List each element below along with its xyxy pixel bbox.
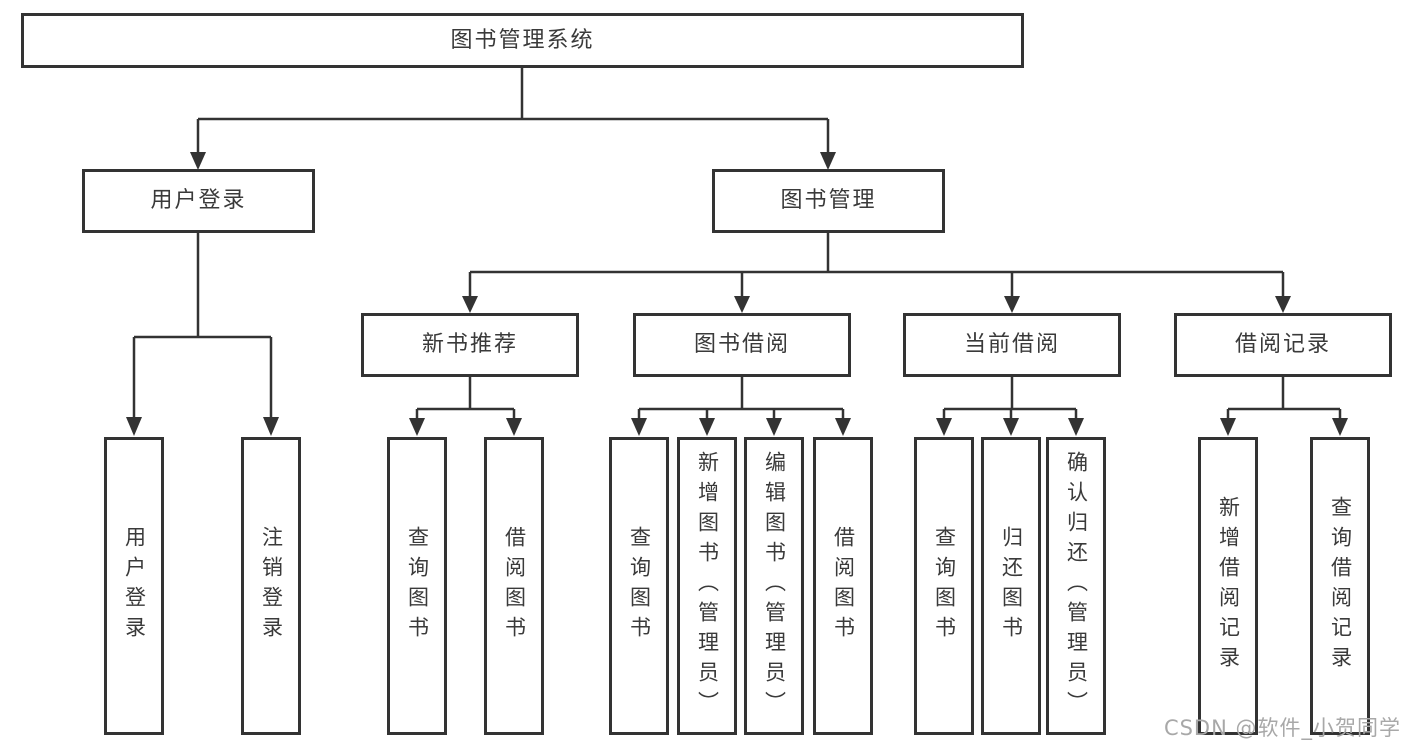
node-library-system: 图书管理系统 bbox=[21, 13, 1024, 68]
csdn-watermark: CSDN @软件_小贺同学 bbox=[1163, 716, 1401, 740]
node-user-login: 用户登录 bbox=[82, 169, 315, 233]
node-book-management: 图书管理 bbox=[712, 169, 945, 233]
leaf-current-query-books: 查询图书 bbox=[914, 437, 974, 735]
node-current-borrow: 当前借阅 bbox=[903, 313, 1121, 377]
node-borrow-records: 借阅记录 bbox=[1174, 313, 1392, 377]
node-new-book-recommend: 新书推荐 bbox=[361, 313, 579, 377]
leaf-recommend-query-books: 查询图书 bbox=[387, 437, 447, 735]
leaf-confirm-return-admin: 确认归还（管理员） bbox=[1046, 437, 1106, 735]
leaf-return-books: 归还图书 bbox=[981, 437, 1041, 735]
leaf-add-borrow-record: 新增借阅记录 bbox=[1198, 437, 1258, 735]
leaf-logout: 注销登录 bbox=[241, 437, 301, 735]
leaf-borrow-books: 借阅图书 bbox=[813, 437, 873, 735]
leaf-borrow-query-books: 查询图书 bbox=[609, 437, 669, 735]
leaf-edit-books-admin: 编辑图书（管理员） bbox=[744, 437, 804, 735]
leaf-query-borrow-record: 查询借阅记录 bbox=[1310, 437, 1370, 735]
leaf-add-books-admin: 新增图书（管理员） bbox=[677, 437, 737, 735]
leaf-recommend-borrow-books: 借阅图书 bbox=[484, 437, 544, 735]
leaf-user-login: 用户登录 bbox=[104, 437, 164, 735]
node-book-borrow: 图书借阅 bbox=[633, 313, 851, 377]
